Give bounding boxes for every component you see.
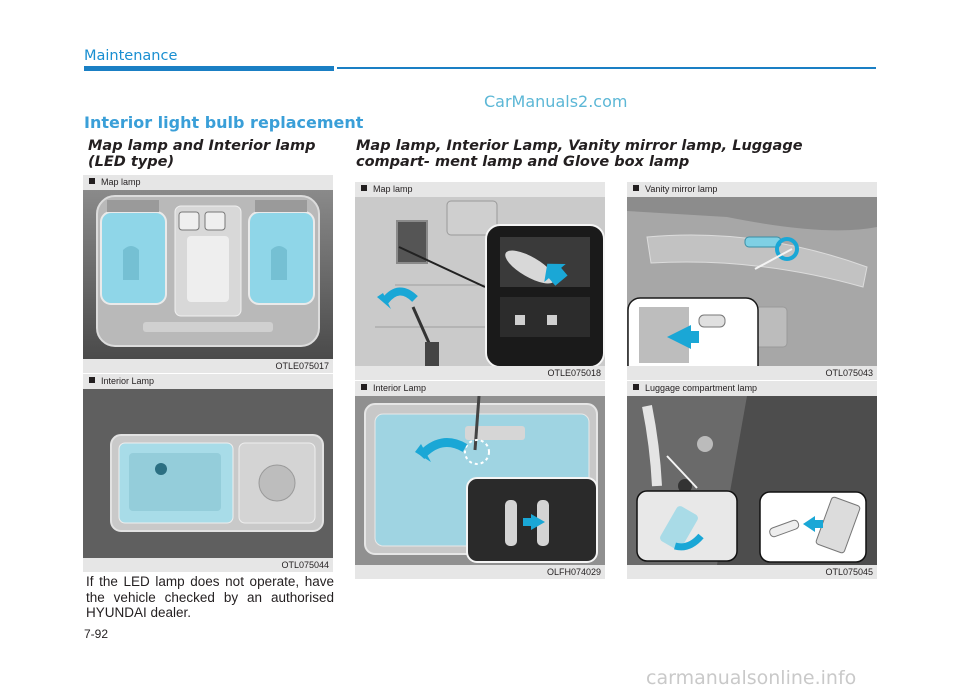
figure-caption: Luggage compartment lamp bbox=[627, 381, 877, 396]
figure-caption: Map lamp bbox=[355, 182, 605, 197]
luggage-lamp-illustration bbox=[627, 396, 877, 565]
map-lamp-led-illustration bbox=[83, 190, 333, 359]
figure-code: OLFH074029 bbox=[355, 565, 605, 579]
subheading-bulbs: Map lamp, Interior Lamp, Vanity mirror l… bbox=[356, 138, 803, 170]
bullet-square-icon bbox=[89, 178, 95, 184]
map-lamp-bulb-illustration bbox=[355, 197, 605, 366]
figure-caption: Map lamp bbox=[83, 175, 333, 190]
figure-interior-lamp-led: Interior Lamp OTL075044 bbox=[83, 374, 333, 572]
interior-lamp-led-illustration bbox=[83, 389, 333, 558]
bullet-square-icon bbox=[633, 384, 639, 390]
figure-code: OTL075043 bbox=[627, 366, 877, 380]
figure-luggage-compartment-lamp: Luggage compartment lamp OTL075045 bbox=[627, 381, 877, 579]
figure-vanity-mirror-lamp: Vanity mirror lamp OTL075043 bbox=[627, 182, 877, 380]
section-title: Maintenance bbox=[84, 48, 178, 64]
figure-map-lamp-bulb: Map lamp OTLE075018 bbox=[355, 182, 605, 380]
body-paragraph: If the LED lamp does not operate, have t… bbox=[86, 574, 334, 620]
interior-lamp-bulb-illustration bbox=[355, 396, 605, 565]
watermark-bottom[interactable]: carmanualsonline.info bbox=[646, 667, 857, 689]
figure-code: OTLE075018 bbox=[355, 366, 605, 380]
figure-map-lamp-led: Map lamp OTLE075017 bbox=[83, 175, 333, 373]
bullet-square-icon bbox=[361, 185, 367, 191]
figure-caption: Interior Lamp bbox=[83, 374, 333, 389]
page-number: 7-92 bbox=[84, 627, 109, 641]
header-rule-thin bbox=[337, 67, 876, 69]
figure-caption: Interior Lamp bbox=[355, 381, 605, 396]
bullet-square-icon bbox=[633, 185, 639, 191]
figure-caption: Vanity mirror lamp bbox=[627, 182, 877, 197]
figure-interior-lamp-bulb: Interior Lamp OLFH074029 bbox=[355, 381, 605, 579]
figure-code: OTLE075017 bbox=[83, 359, 333, 373]
bullet-square-icon bbox=[89, 377, 95, 383]
bullet-square-icon bbox=[361, 384, 367, 390]
subheading-led: Map lamp and Interior lamp (LED type) bbox=[88, 138, 316, 170]
watermark-top[interactable]: CarManuals2.com bbox=[484, 92, 628, 111]
figure-code: OTL075044 bbox=[83, 558, 333, 572]
page-heading: Interior light bulb replacement bbox=[84, 113, 364, 132]
figure-code: OTL075045 bbox=[627, 565, 877, 579]
vanity-mirror-lamp-illustration bbox=[627, 197, 877, 366]
header-rule-thick bbox=[84, 66, 334, 71]
